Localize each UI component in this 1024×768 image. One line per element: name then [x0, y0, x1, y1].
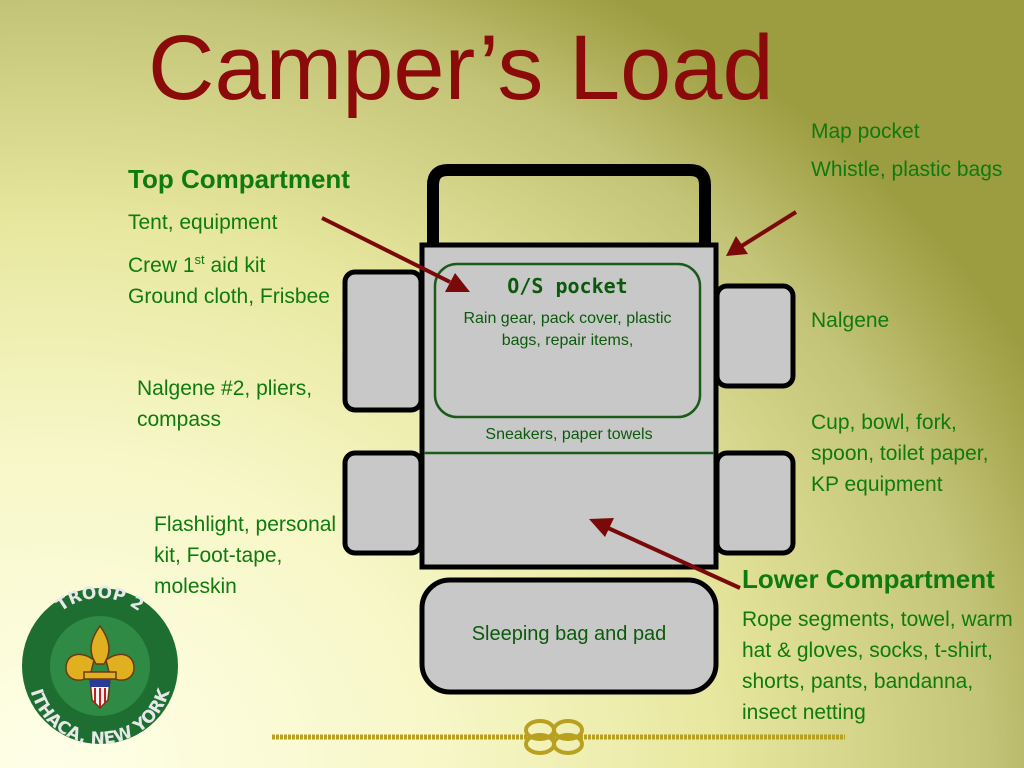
ordinal-suffix: st	[194, 252, 205, 267]
right-upper-pocket-label: Nalgene	[811, 309, 890, 332]
left-upper-side-pocket	[342, 269, 424, 413]
crew-first-aid-text: Crew 1	[128, 254, 195, 277]
right-upper-side-pocket	[714, 283, 796, 389]
right-lower-pocket-line: Cup, bowl, fork,	[811, 411, 957, 434]
top-compartment-heading: Top Compartment	[128, 164, 350, 194]
slide-title: Camper’s Load	[148, 17, 774, 119]
lower-compartment-item: insect netting	[742, 701, 866, 724]
arrow-map-pocket	[738, 210, 798, 249]
right-lower-side-pocket	[714, 450, 796, 556]
right-lower-pocket-line: KP equipment	[811, 473, 943, 496]
lower-compartment-item: hat & gloves, socks, t-shirt,	[742, 639, 993, 662]
arrow-lower-compartment	[607, 526, 741, 590]
right-lower-pocket-line: spoon, toilet paper,	[811, 442, 989, 465]
os-pocket-item: Rain gear, pack cover, plastic	[463, 310, 672, 327]
mid-compartment-label: Sneakers, paper towels	[485, 426, 653, 443]
os-pocket-title: O/S pocket	[507, 274, 628, 298]
left-upper-pocket-line: Nalgene #2, pliers,	[137, 377, 313, 400]
left-upper-pocket-line: compass	[137, 408, 222, 431]
top-compartment-item: Crew 1st aid kit	[128, 244, 265, 281]
left-lower-pocket-line: moleskin	[154, 575, 237, 598]
left-lower-pocket-line: kit, Foot-tape,	[154, 544, 283, 567]
lower-compartment-heading: Lower Compartment	[742, 564, 995, 594]
arrow-top-compartment-head	[445, 273, 470, 292]
top-compartment-item: Tent, equipment	[128, 211, 278, 234]
os-pocket-items: Rain gear, pack cover, plastic bags, rep…	[435, 308, 700, 352]
arrow-map-pocket-head	[726, 236, 748, 256]
whistle-label: Whistle, plastic bags	[811, 158, 1003, 181]
troop-logo-icon: TROOP 2 ITHACA, NEW YORK	[22, 583, 178, 749]
os-pocket-outline	[433, 262, 702, 419]
top-compartment-item: Ground cloth, Frisbee	[128, 285, 330, 308]
map-pocket-label: Map pocket	[811, 120, 920, 143]
lower-compartment-item: Rope segments, towel, warm	[742, 608, 1013, 631]
knot-icon	[524, 719, 584, 755]
left-lower-pocket-line: Flashlight, personal	[154, 513, 337, 536]
lower-compartment-item: shorts, pants, bandanna,	[742, 670, 974, 693]
sleeping-bag-label: Sleeping bag and pad	[471, 623, 667, 645]
os-pocket-item: bags, repair items,	[501, 332, 634, 349]
sleeping-bag-shape	[419, 577, 719, 695]
pack-frame-handle	[427, 164, 711, 250]
arrow-lower-compartment-head	[589, 518, 614, 537]
arrow-top-compartment	[321, 216, 451, 284]
left-lower-side-pocket	[342, 450, 424, 556]
crew-first-aid-rest: aid kit	[204, 254, 266, 277]
